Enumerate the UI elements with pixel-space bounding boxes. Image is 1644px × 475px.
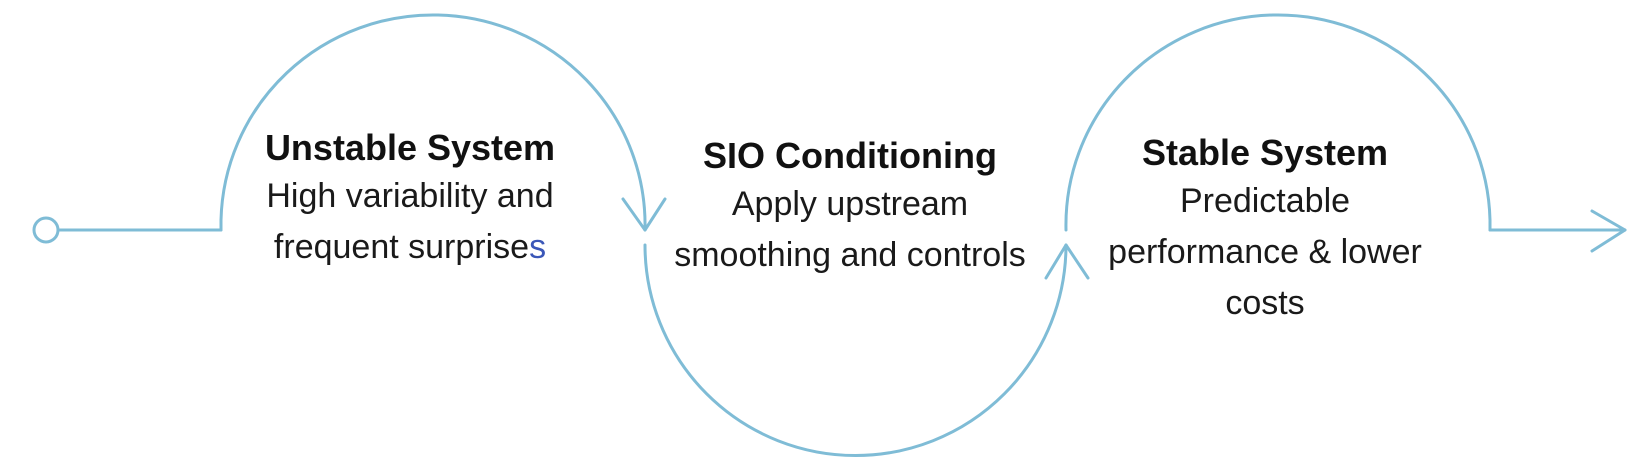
stage-title: SIO Conditioning <box>703 135 997 176</box>
chevron-down-icon <box>621 197 667 232</box>
stage-title: Unstable System <box>264 127 556 168</box>
lower-arc-conditioning <box>643 243 1068 457</box>
circle-start-icon <box>32 216 60 244</box>
stage-sio-conditioning: SIO Conditioning Apply upstream smoothin… <box>650 133 1050 281</box>
upper-arc-stable <box>1064 13 1492 232</box>
stage-title: Stable System <box>1141 132 1389 173</box>
chevron-up-icon <box>1044 243 1090 280</box>
description-line: High variability and <box>266 177 554 215</box>
description-line: costs <box>1225 284 1305 322</box>
description-line: performance & lower <box>1108 233 1422 271</box>
stage-stable-system: Stable System Predictable performance & … <box>1085 130 1445 329</box>
accent-letter: s <box>529 228 547 266</box>
description-line: smoothing and controls <box>674 236 1026 274</box>
description-line: Predictable <box>1179 182 1351 220</box>
stage-description: High variability and frequent surprises <box>235 171 585 273</box>
stage-description: Predictable performance & lower costs <box>1085 176 1445 329</box>
arrow-right-icon <box>1590 209 1627 253</box>
description-line: frequent surprises <box>273 228 547 266</box>
description-line: Apply upstream <box>731 185 969 223</box>
stage-description: Apply upstream smoothing and controls <box>650 179 1050 281</box>
upper-arc-unstable <box>219 13 647 232</box>
stage-unstable-system: Unstable System High variability and fre… <box>235 125 585 273</box>
